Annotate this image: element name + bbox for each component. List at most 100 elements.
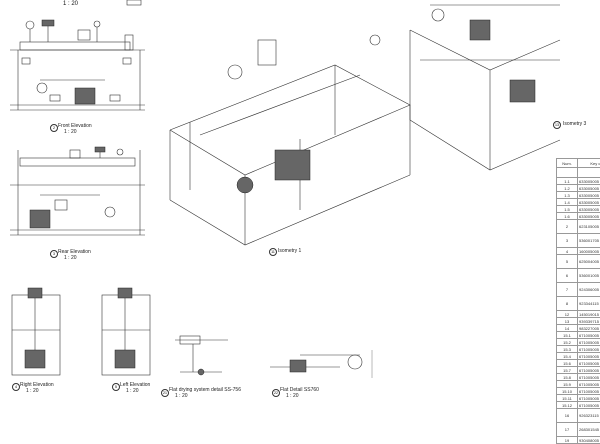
cell-num: 15.6 bbox=[557, 360, 578, 367]
cell-key-code: 923344115 bbox=[578, 297, 600, 311]
cell-key-code: 268301545 bbox=[578, 423, 600, 437]
isometry-1-drawing bbox=[170, 35, 410, 245]
cell-key-code: 623105005 bbox=[578, 220, 600, 234]
caption-scale: 1 : 20 bbox=[120, 388, 150, 394]
front-elevation-drawing bbox=[10, 0, 145, 110]
cell-key-code: 671005005 bbox=[578, 381, 600, 388]
view-number-iso3: 13 bbox=[553, 121, 561, 129]
cell-num: 15.10 bbox=[557, 388, 578, 395]
view-number-right: 4 bbox=[12, 383, 20, 391]
flat-drying-detail-drawing bbox=[175, 336, 228, 375]
cell-num: 16 bbox=[557, 409, 578, 423]
view-number-front: 2 bbox=[50, 124, 58, 132]
cell-key-code: 983227005 bbox=[578, 325, 600, 332]
cell-key-code: 671005005 bbox=[578, 360, 600, 367]
cell-num: 2 bbox=[557, 220, 578, 234]
parts-list-table: Num. Key co 1.16330050051.26330050051.36… bbox=[556, 158, 600, 444]
cell-key-code: 160005005 bbox=[578, 248, 600, 255]
cell-key-code: 633005005 bbox=[578, 206, 600, 213]
top-view-scale: 1 : 20 bbox=[62, 1, 79, 8]
cell-num: 1.6 bbox=[557, 213, 578, 220]
cell-key-code: 633005005 bbox=[578, 199, 600, 206]
cell-key-code: 671005005 bbox=[578, 374, 600, 381]
caption-scale: 1 : 20 bbox=[280, 393, 319, 399]
cell-key-code: 633005005 bbox=[578, 213, 600, 220]
table-header-row: Num. Key co bbox=[557, 159, 600, 168]
cell-num: 17 bbox=[557, 423, 578, 437]
caption-scale: 1 : 20 bbox=[58, 255, 91, 261]
cell-num: 1.4 bbox=[557, 199, 578, 206]
cell-key-code: 671005005 bbox=[578, 388, 600, 395]
cell-key-code: 939339715 bbox=[578, 318, 600, 325]
cell-num: 14 bbox=[557, 325, 578, 332]
cell-key-code: 671005005 bbox=[578, 402, 600, 409]
view-number-rear: 3 bbox=[50, 250, 58, 258]
left-elevation-drawing bbox=[102, 288, 150, 375]
cell-key-code: 536001005 bbox=[578, 269, 600, 283]
cell-num: 8 bbox=[557, 297, 578, 311]
cell-num: 19 bbox=[557, 437, 578, 444]
cell-num: 7 bbox=[557, 283, 578, 297]
view-number-iso1: 11 bbox=[269, 248, 277, 256]
cell-num: 1.1 bbox=[557, 178, 578, 185]
header-key-code: Key co bbox=[578, 159, 600, 168]
cell-key-code: 536001705 bbox=[578, 234, 600, 248]
cell-key-code: 671005005 bbox=[578, 339, 600, 346]
header-num: Num. bbox=[557, 159, 578, 168]
cell-num: 4 bbox=[557, 248, 578, 255]
cell-num: 1.5 bbox=[557, 206, 578, 213]
cell-num: 5 bbox=[557, 255, 578, 269]
flat-detail-drawing bbox=[270, 350, 372, 378]
cell-key-code: 671005005 bbox=[578, 332, 600, 339]
cell-num: 15.11 bbox=[557, 395, 578, 402]
isometry-3-drawing bbox=[410, 5, 560, 170]
cell-num: 15.12 bbox=[557, 402, 578, 409]
cell-key-code: 633005005 bbox=[578, 178, 600, 185]
cell-key-code: 633005005 bbox=[578, 192, 600, 199]
cell-num: 13 bbox=[557, 318, 578, 325]
table-row bbox=[557, 168, 600, 178]
cell-key-code: 924306005 bbox=[578, 283, 600, 297]
cell-num: 15.7 bbox=[557, 367, 578, 374]
right-elevation-drawing bbox=[12, 288, 60, 375]
cell-num: 15.9 bbox=[557, 381, 578, 388]
rear-elevation-drawing bbox=[10, 147, 145, 235]
cell-key-code: 633005005 bbox=[578, 185, 600, 192]
view-number-flat-detail: 22 bbox=[272, 389, 280, 397]
cell-num: 6 bbox=[557, 269, 578, 283]
caption-isometry-3: Isometry 3 bbox=[563, 121, 586, 127]
cell-key-code: 145019015 bbox=[578, 311, 600, 318]
cell-key-code: 625004005 bbox=[578, 255, 600, 269]
cell-num: 12 bbox=[557, 311, 578, 318]
